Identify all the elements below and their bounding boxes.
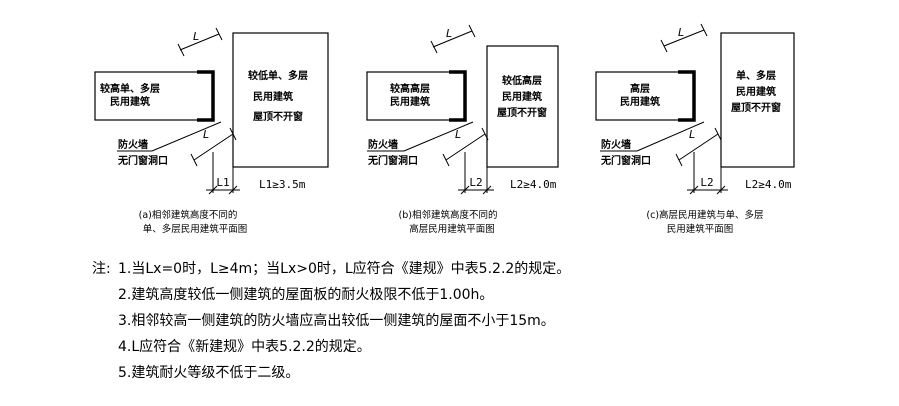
caption-line-2: 高层民用建筑平面图: [409, 223, 495, 235]
note-item: 1.当Lx=0时，L≥4m；当Lx>0时，L应符合《建规》中表5.2.2的规定。: [118, 260, 570, 277]
no-opening-label: 无门窗洞口: [117, 154, 168, 167]
fire-wall: [197, 70, 215, 122]
leader-line: [403, 121, 474, 152]
l-dimension-top-line: [663, 29, 705, 47]
no-opening-label: 无门窗洞口: [600, 154, 651, 167]
dimension-label: L2: [700, 176, 713, 189]
l-dimension-top-line: [179, 33, 220, 51]
spacing-requirement: L2≥4.0m: [510, 178, 557, 191]
note-item: 2.建筑高度较低一侧建筑的屋面板的耐火极限不低于1.00h。: [118, 286, 493, 303]
fire-wall-label: 防火墙: [368, 138, 398, 151]
caption-line-1: (c)高层民用建筑与单、多层: [646, 209, 763, 221]
lower-building-label-3: 屋顶不开窗: [497, 106, 547, 119]
taller-building-block: [94, 71, 214, 121]
lower-building-label-1: 较低高层: [502, 74, 542, 87]
notes: 注: 1.当Lx=0时，L≥4m；当Lx>0时，L应符合《建规》中表5.2.2的…: [92, 260, 570, 381]
l-mark-bottom: L: [203, 128, 209, 141]
lower-building-label-2: 民用建筑: [253, 90, 293, 103]
diagram-c: L L 高层 民用建筑 单、多层 民用建筑 屋顶不开窗 防火墙 无门窗洞口 L2…: [595, 23, 795, 235]
taller-building-label-1: 较高单、多层: [100, 82, 160, 95]
l-dimension-top-line: [432, 30, 473, 48]
taller-building-label-2: 民用建筑: [110, 95, 150, 108]
l-mark-bottom: L: [455, 128, 461, 141]
notes-prefix: 注:: [92, 261, 111, 277]
lower-building-label-3: 屋顶不开窗: [253, 110, 303, 123]
lower-building-block: [720, 32, 795, 168]
note-item: 5.建筑耐火等级不低于二级。: [118, 364, 299, 381]
lower-building-label-1: 单、多层: [736, 69, 776, 82]
note-item: 3.相邻较高一侧建筑的防火墙应高出较低一侧建筑的屋面不小于15m。: [118, 312, 555, 329]
taller-building-label-2: 民用建筑: [620, 95, 660, 108]
fire-wall-label: 防火墙: [118, 138, 148, 151]
caption-line-1: (a)相邻建筑高度不同的: [139, 209, 238, 221]
lower-building-label-1: 较低单、多层: [248, 69, 308, 82]
taller-building-block: [366, 71, 466, 121]
diagram-a: L L 较高单、多层 民用建筑 较低单、多层 民用建筑 屋顶不开窗 防火墙 无门…: [94, 27, 329, 235]
l-mark-top: L: [193, 30, 199, 43]
taller-building-label-1: 高层: [630, 82, 650, 95]
dimension-label: L1: [216, 176, 229, 189]
spacing-requirement: L1≥3.5m: [259, 178, 306, 191]
fire-wall: [678, 70, 696, 122]
leader-line: [151, 121, 222, 152]
lower-building-label-2: 民用建筑: [502, 90, 542, 103]
caption-line-1: (b)相邻建筑高度不同的: [399, 209, 498, 221]
lower-building-block: [486, 45, 559, 168]
spacing-requirement: L2≥4.0m: [745, 178, 792, 191]
lower-building-label-3: 屋顶不开窗: [731, 101, 781, 114]
lower-building-label-2: 民用建筑: [736, 85, 776, 98]
dimension-label: L2: [469, 176, 482, 189]
l-mark-top: L: [446, 27, 452, 40]
leader-line: [636, 121, 705, 152]
taller-building-block: [595, 71, 695, 121]
note-item: 4.L应符合《新建规》中表5.2.2的规定。: [118, 338, 371, 355]
l-dimension-bottom-line: [193, 133, 234, 161]
taller-building-label-2: 民用建筑: [390, 95, 430, 108]
fire-wall: [449, 70, 467, 122]
caption-line-2: 民用建筑平面图: [667, 223, 734, 235]
fire-wall-label: 防火墙: [601, 138, 631, 151]
lower-building-block: [232, 32, 329, 168]
diagram-b: L L 较高高层 民用建筑 较低高层 民用建筑 屋顶不开窗 防火墙 无门窗洞口 …: [366, 24, 559, 235]
caption-line-2: 单、多层民用建筑平面图: [143, 223, 248, 235]
no-opening-label: 无门窗洞口: [367, 154, 418, 167]
l-dimension-bottom-line: [678, 133, 719, 161]
l-mark-top: L: [678, 26, 684, 39]
taller-building-label-1: 较高高层: [390, 82, 430, 95]
l-mark-bottom: L: [689, 128, 695, 141]
l-dimension-bottom-line: [445, 133, 486, 161]
